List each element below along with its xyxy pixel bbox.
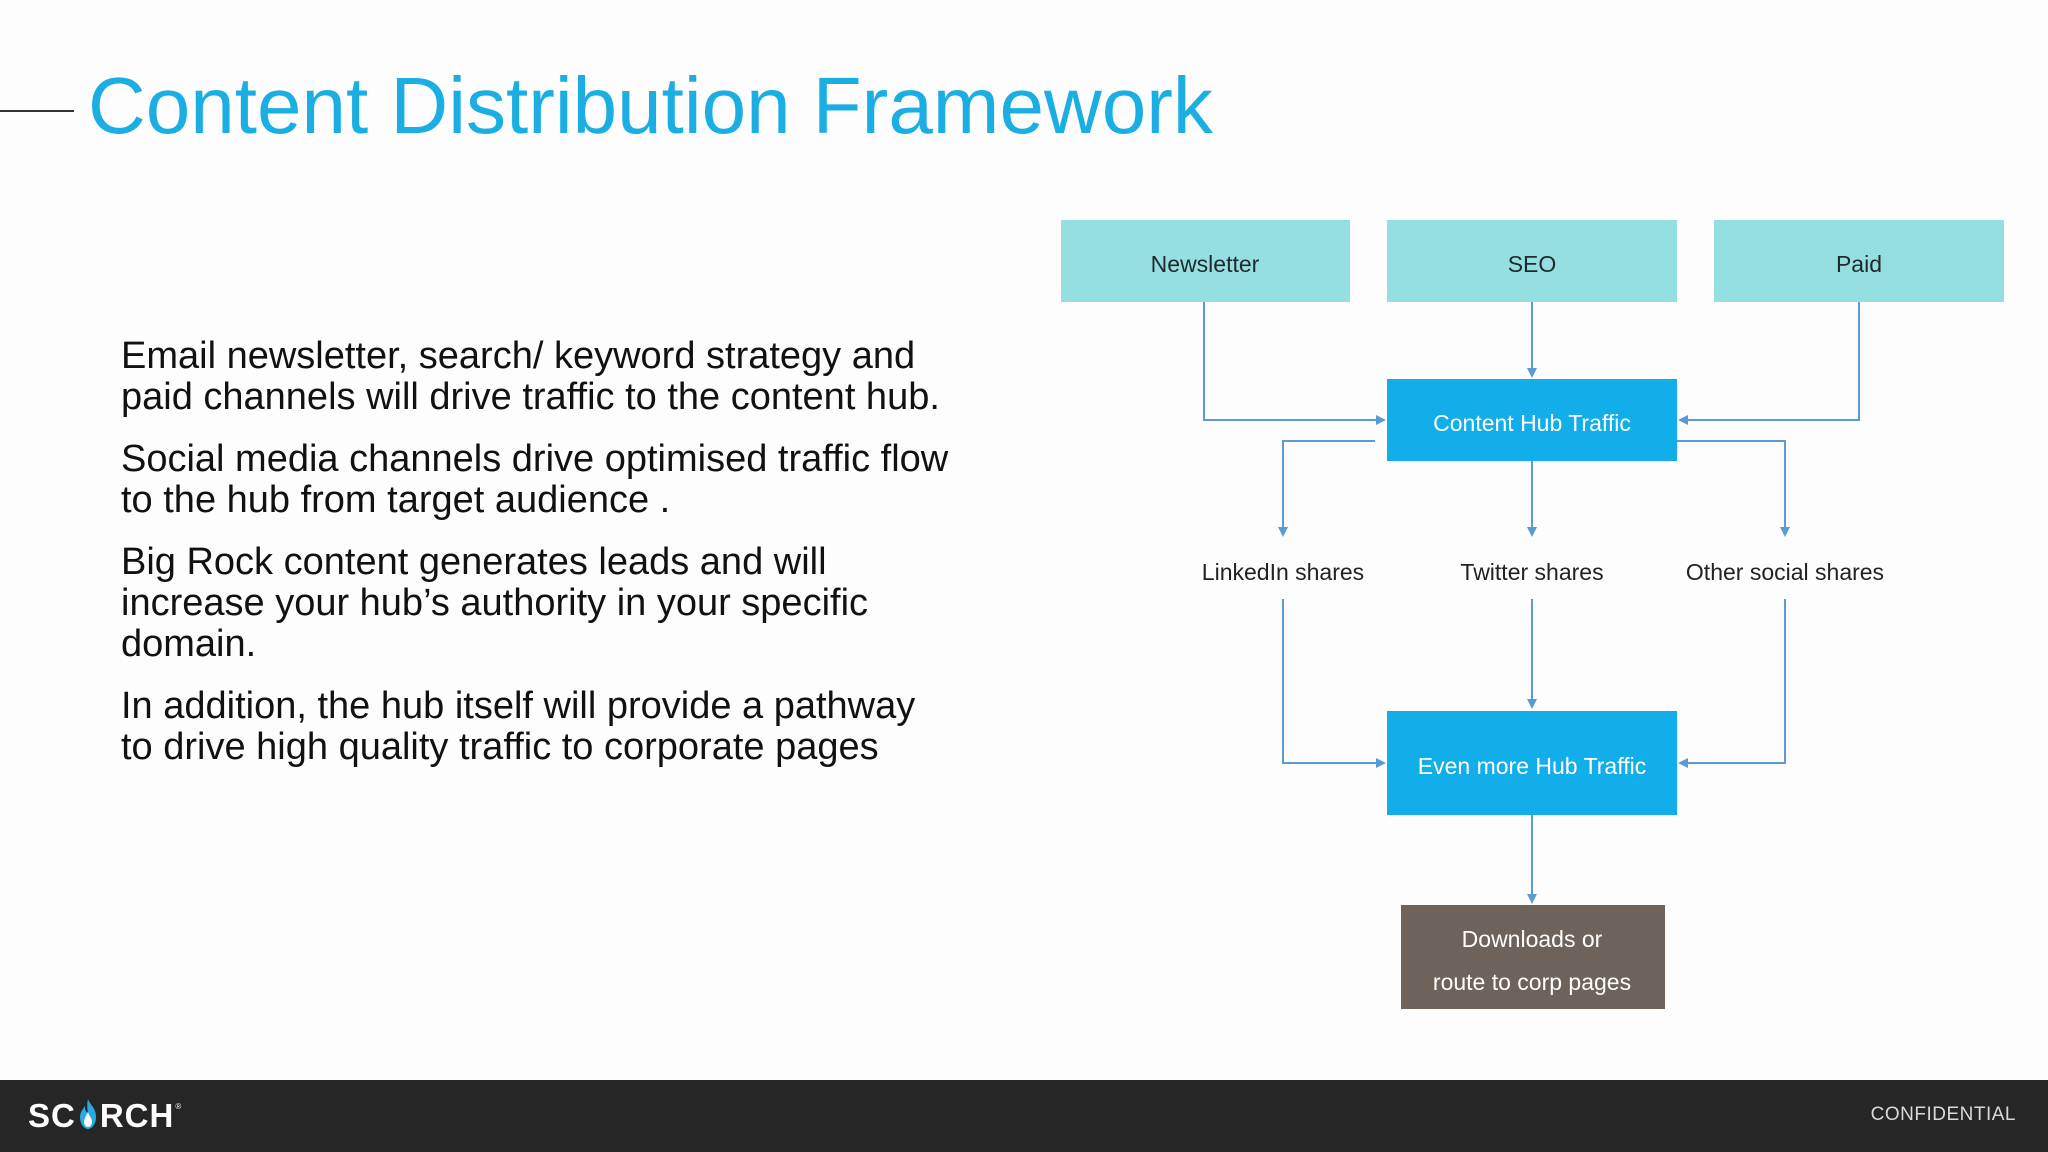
source-box xyxy=(1061,220,1350,302)
source-node-seo: SEO xyxy=(1387,220,1677,302)
more-hub-box xyxy=(1387,711,1677,815)
share-label-linkedin: LinkedIn shares xyxy=(1202,559,1364,585)
flow-diagram: Newsletter SEO Paid Content Hub Traffic … xyxy=(1061,220,2004,1009)
footer-bar: SC RCH ® CONFIDENTIAL xyxy=(0,1080,2048,1152)
source-label: Paid xyxy=(1836,251,1882,277)
page-title: Content Distribution Framework xyxy=(88,61,1213,150)
connector-other-to-more xyxy=(1678,599,1786,768)
share-label-twitter: Twitter shares xyxy=(1460,559,1603,585)
destination-label-line: Downloads or xyxy=(1462,926,1603,952)
hub-box xyxy=(1387,379,1677,461)
source-box xyxy=(1387,220,1677,302)
title-rule xyxy=(0,110,74,112)
destination-box xyxy=(1401,905,1665,1009)
source-box xyxy=(1714,220,2004,302)
destination-node: Downloads or route to corp pages xyxy=(1401,905,1665,1009)
share-label-other: Other social shares xyxy=(1686,559,1884,585)
logo-trademark: ® xyxy=(175,1102,183,1111)
connector-paid-to-hub xyxy=(1678,302,1860,425)
logo-text-end: RCH xyxy=(99,1097,175,1134)
bullet-item: Email newsletter, search/ keyword strate… xyxy=(121,335,940,418)
connector-hub-to-linkedin xyxy=(1278,440,1375,537)
source-label: Newsletter xyxy=(1151,251,1260,277)
destination-label-line: route to corp pages xyxy=(1433,969,1631,995)
connector-group xyxy=(1203,302,1860,904)
bullet-item: Big Rock content generates leads and wil… xyxy=(121,541,869,665)
flame-icon xyxy=(79,1099,96,1129)
bullet-item: In addition, the hub itself will provide… xyxy=(121,685,916,768)
bullet-list: Email newsletter, search/ keyword strate… xyxy=(121,336,951,789)
source-node-newsletter: Newsletter xyxy=(1061,220,1350,302)
hub-node: Content Hub Traffic xyxy=(1387,379,1677,461)
logo-text-start: SC xyxy=(28,1097,76,1134)
connector-newsletter-to-hub xyxy=(1203,302,1386,425)
connector-hub-to-other xyxy=(1677,440,1790,537)
source-label: SEO xyxy=(1508,251,1557,277)
slide: Content Distribution Framework Email new… xyxy=(0,61,2004,1009)
source-node-paid: Paid xyxy=(1714,220,2004,302)
more-hub-node: Even more Hub Traffic xyxy=(1387,711,1677,815)
hub-label: Content Hub Traffic xyxy=(1433,410,1631,436)
connector-linkedin-to-more xyxy=(1282,599,1386,768)
scorch-logo: SC RCH ® xyxy=(28,1094,182,1138)
more-hub-label: Even more Hub Traffic xyxy=(1418,753,1646,779)
confidential-label: CONFIDENTIAL xyxy=(1870,1104,2016,1125)
bullet-item: Social media channels drive optimised tr… xyxy=(121,438,949,521)
